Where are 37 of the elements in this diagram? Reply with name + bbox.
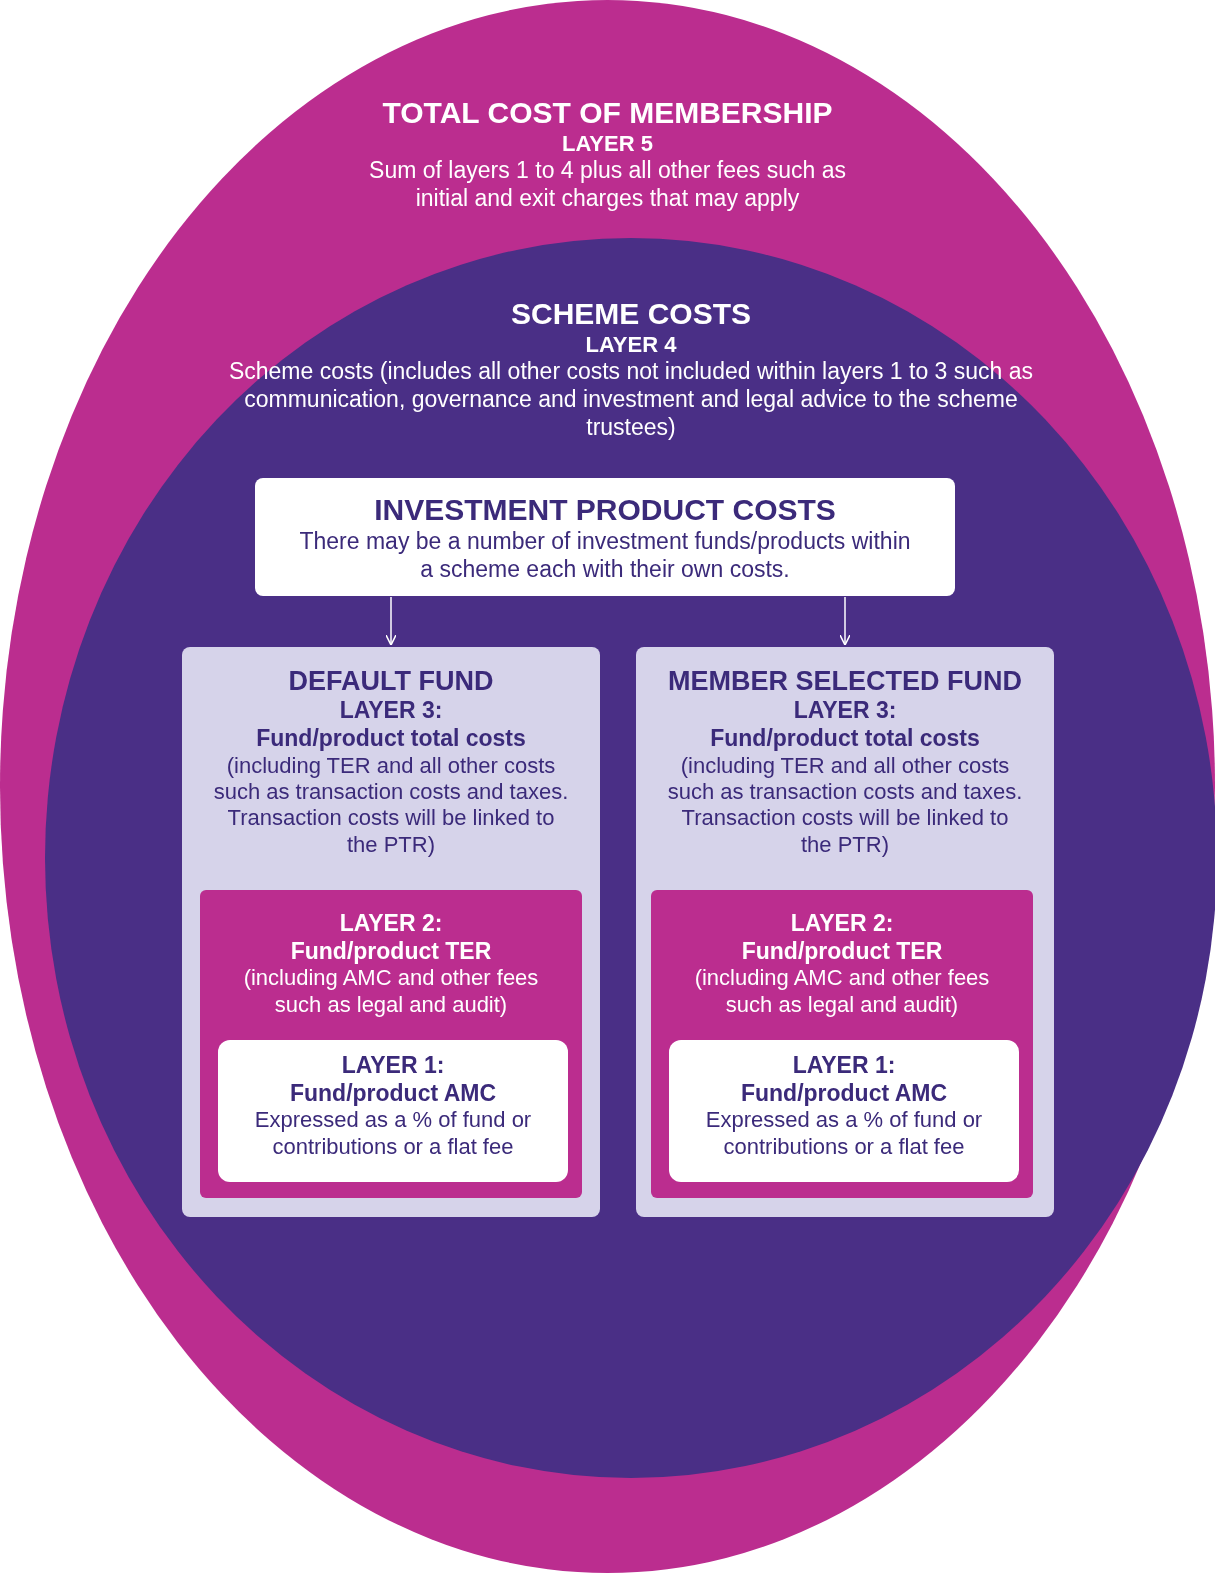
layer-1-box <box>669 1040 1019 1182</box>
subheading: Fund/product total costs <box>255 725 527 753</box>
description: Expressed as a % of fund or contributions or a flat fee <box>253 1107 533 1160</box>
subheading: Fund/product TER <box>289 937 493 966</box>
subheading: LAYER 4 <box>584 332 678 359</box>
description: Sum of layers 1 to 4 plus all other fees such as initial and exit charges that may apply <box>368 157 847 213</box>
heading: INVESTMENT PRODUCT COSTS <box>373 492 837 528</box>
subheading: LAYER 3: <box>792 697 898 725</box>
layer-1-box <box>218 1040 568 1182</box>
subheading: Fund/product TER <box>740 937 944 966</box>
subheading: Fund/product total costs <box>709 725 981 753</box>
arrow <box>384 596 398 646</box>
description: (including AMC and other fees such as legal and audit) <box>242 965 540 1018</box>
fund-panel <box>182 647 600 1217</box>
heading: LAYER 2: <box>338 910 444 938</box>
heading: LAYER 2: <box>789 910 895 938</box>
subheading: Fund/product AMC <box>739 1079 949 1108</box>
product-costs-box <box>255 478 955 596</box>
description: (including TER and all other costs such as transaction costs and taxes. Transaction costs will be linked to the PTR) <box>212 752 570 859</box>
heading: MEMBER SELECTED FUND <box>667 665 1023 698</box>
description: (including AMC and other fees such as legal and audit) <box>693 965 991 1018</box>
description: Expressed as a % of fund or contributions or a flat fee <box>704 1107 984 1160</box>
heading: LAYER 1: <box>340 1052 446 1080</box>
subheading: Fund/product AMC <box>288 1079 498 1108</box>
heading: SCHEME COSTS <box>510 296 752 332</box>
layer-2-panel <box>200 890 582 1198</box>
description: Scheme costs (includes all other costs not included within layers 1 to 3 such as communication, governance and investment and legal advice to the scheme trustees) <box>227 358 1035 442</box>
layer-2-panel <box>651 890 1033 1198</box>
description: There may be a number of investment funds/products within a scheme each with their own costs. <box>298 528 912 584</box>
description: (including TER and all other costs such as transaction costs and taxes. Transaction costs will be linked to the PTR) <box>666 752 1024 859</box>
subheading: LAYER 5 <box>561 131 654 158</box>
arrow <box>838 596 852 646</box>
heading: TOTAL COST OF MEMBERSHIP <box>381 95 834 131</box>
heading: LAYER 1: <box>791 1052 897 1080</box>
heading: DEFAULT FUND <box>287 665 495 698</box>
subheading: LAYER 3: <box>338 697 444 725</box>
fund-panel <box>636 647 1054 1217</box>
